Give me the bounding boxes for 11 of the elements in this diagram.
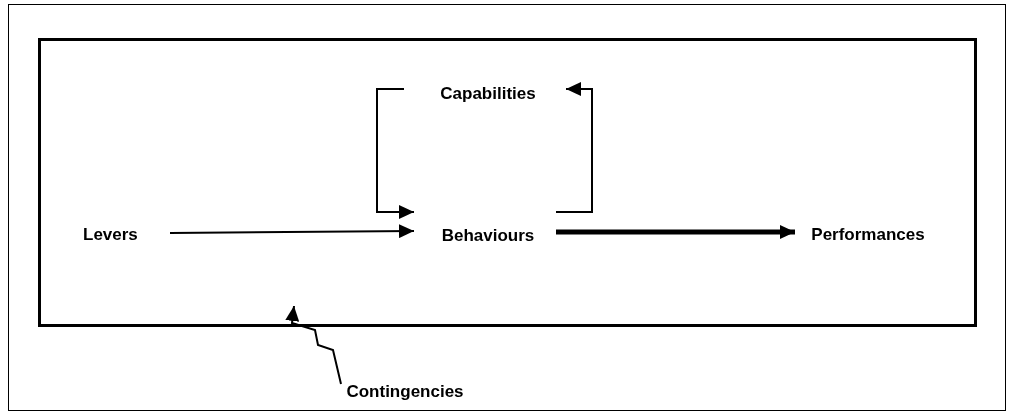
node-label: Capabilities xyxy=(440,84,536,104)
arrow xyxy=(285,305,342,385)
node-label: Levers xyxy=(83,225,138,245)
node-label: Performances xyxy=(811,225,925,245)
arrow xyxy=(555,82,593,213)
node-label: Behaviours xyxy=(441,226,535,246)
node-label: Contingencies xyxy=(346,382,464,402)
arrow xyxy=(556,225,795,239)
arrow xyxy=(376,88,415,219)
frame-box xyxy=(38,38,977,327)
arrow xyxy=(169,224,415,239)
